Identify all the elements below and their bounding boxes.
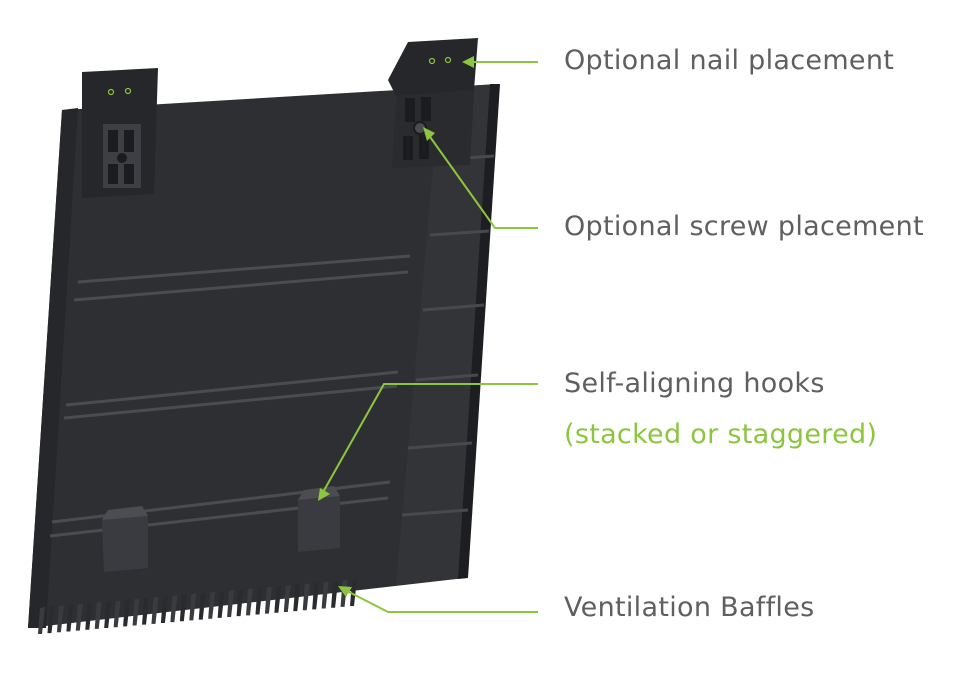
tile-left-rail xyxy=(28,108,78,628)
baffle-tooth xyxy=(255,587,263,615)
baffle-tooth xyxy=(350,579,357,606)
left-hook xyxy=(102,516,148,572)
baffle-tooth xyxy=(132,598,140,626)
leader-vent xyxy=(344,589,538,613)
baffle-tooth xyxy=(113,600,121,628)
baffle-tooth xyxy=(321,581,329,609)
arrowhead-nail xyxy=(462,56,474,68)
baffle-tooth xyxy=(198,592,206,620)
leader-screw xyxy=(427,133,538,229)
left-nail-hole-2 xyxy=(124,87,132,95)
label-hooks-note: (stacked or staggered) xyxy=(564,419,878,450)
left-nail-hole-1 xyxy=(107,88,115,96)
callout-leaders xyxy=(321,61,538,613)
label-screw-placement: Optional screw placement xyxy=(564,211,924,242)
baffle-tooth xyxy=(179,594,187,622)
baffle-tooth xyxy=(56,605,64,633)
label-self-aligning-hooks: Self-aligning hooks xyxy=(564,368,825,399)
arrowhead-hooks xyxy=(318,488,330,501)
baffle-tooth xyxy=(274,585,282,613)
baffle-tooth xyxy=(85,602,93,630)
baffle-tooth xyxy=(246,588,253,616)
baffle-tooth xyxy=(151,596,159,624)
baffle-tooth xyxy=(302,583,310,611)
baffle-tooth xyxy=(264,586,272,614)
baffle-tooth xyxy=(217,590,225,618)
baffle-tooth xyxy=(208,591,216,619)
baffle-tooth xyxy=(94,601,102,629)
baffle-tooth xyxy=(293,584,301,612)
baffle-tooth xyxy=(38,607,45,634)
screw-boss xyxy=(413,121,427,135)
baffle-tooth xyxy=(236,589,244,617)
label-ventilation-baffles: Ventilation Baffles xyxy=(564,592,815,623)
tile-plate xyxy=(28,84,498,628)
leader-hooks xyxy=(321,383,538,495)
baffle-tooth xyxy=(142,597,149,625)
ventilation-baffles xyxy=(38,579,357,634)
baffle-tooth xyxy=(227,590,235,618)
baffle-tooth xyxy=(189,593,197,621)
right-nail-hole-1 xyxy=(428,57,436,65)
baffle-tooth xyxy=(47,606,55,634)
label-nail-placement: Optional nail placement xyxy=(564,45,895,76)
right-hook xyxy=(298,496,340,552)
baffle-tooth xyxy=(104,601,112,629)
baffle-tooth xyxy=(283,584,291,612)
baffle-tooth xyxy=(331,580,339,608)
baffle-tooth xyxy=(312,582,320,610)
right-nail-hole-2 xyxy=(444,56,452,64)
arrowhead-screw xyxy=(423,127,435,141)
baffle-tooth xyxy=(160,595,168,623)
right-nail-tab xyxy=(388,38,478,96)
baffle-tooth xyxy=(170,595,178,623)
arrowhead-vent xyxy=(338,586,352,597)
callout-arrowheads xyxy=(318,56,474,597)
tile-right-edge xyxy=(458,84,500,579)
baffle-tooth xyxy=(123,599,131,627)
baffle-tooth xyxy=(75,603,83,631)
baffle-tooth xyxy=(66,604,74,632)
